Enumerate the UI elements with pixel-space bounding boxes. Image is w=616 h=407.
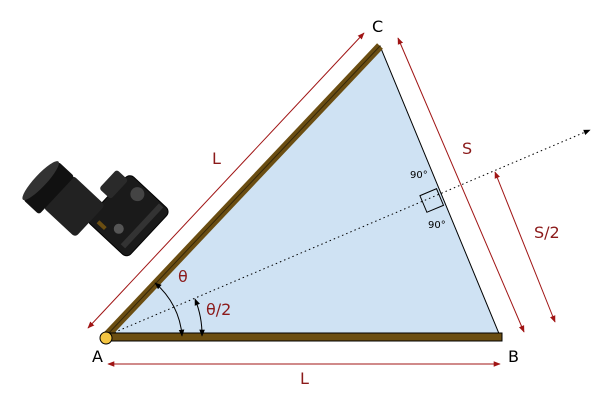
length-label-base-l: L (300, 369, 309, 388)
angle-label-90-bottom: 90° (428, 220, 446, 231)
length-label-half-s: S/2 (534, 223, 560, 242)
angle-label-theta: θ (178, 267, 188, 286)
length-label-s: S (462, 139, 472, 158)
hinge-pivot-icon (99, 331, 113, 345)
base-rod (105, 332, 503, 342)
point-label-b: B (508, 347, 519, 366)
measure-half-s (494, 171, 556, 323)
point-label-a: A (92, 347, 103, 366)
dslr-camera-icon (22, 161, 169, 257)
angle-label-half-theta: θ/2 (206, 300, 231, 319)
measure-upper-l (87, 32, 365, 329)
length-label-upper-l: L (212, 149, 221, 168)
angle-label-90-top: 90° (410, 170, 428, 181)
point-label-c: C (372, 17, 383, 36)
